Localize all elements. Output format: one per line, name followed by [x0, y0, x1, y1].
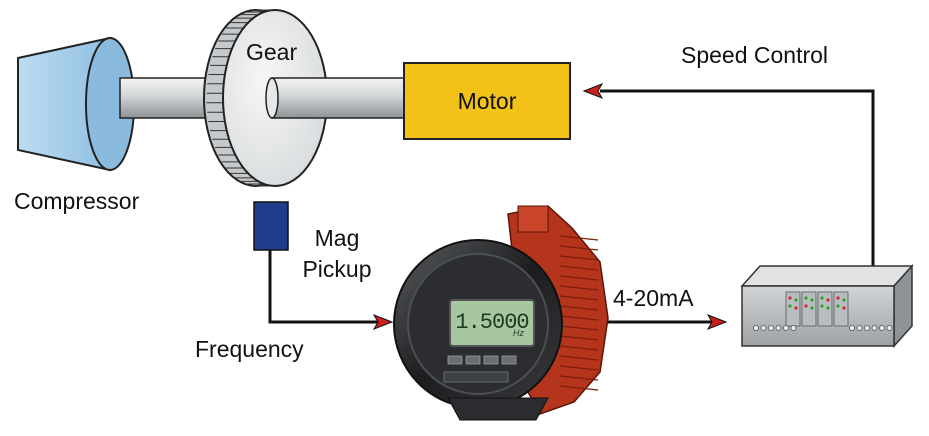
frequency-label: Frequency [195, 336, 304, 362]
motor-box [403, 62, 571, 140]
speed-control-line [582, 83, 875, 266]
frequency-signal-line [268, 250, 394, 330]
compressor-label: Compressor [14, 188, 140, 214]
compressor [17, 36, 135, 172]
current-loop-arrowhead [706, 314, 728, 330]
meter-display-value: 1.5000 [455, 310, 529, 335]
meter-buttons [447, 355, 517, 365]
current-loop-line [600, 314, 728, 330]
motor-label: Motor [457, 87, 517, 114]
frequency-meter [393, 205, 609, 421]
speed-control-arrowhead [582, 83, 604, 99]
current-loop-label: 4-20mA [613, 285, 694, 311]
plc-rack [740, 264, 914, 348]
mag-pickup-label: Mag Pickup [302, 225, 372, 282]
frequency-arrowhead [372, 314, 394, 330]
meter-lcd [449, 299, 535, 347]
meter-display-unit: Hz [513, 328, 524, 338]
mag-pickup [253, 201, 289, 251]
right-shaft [265, 77, 413, 119]
speed-control-label: Speed Control [681, 42, 829, 68]
gear-label: Gear [246, 39, 298, 65]
